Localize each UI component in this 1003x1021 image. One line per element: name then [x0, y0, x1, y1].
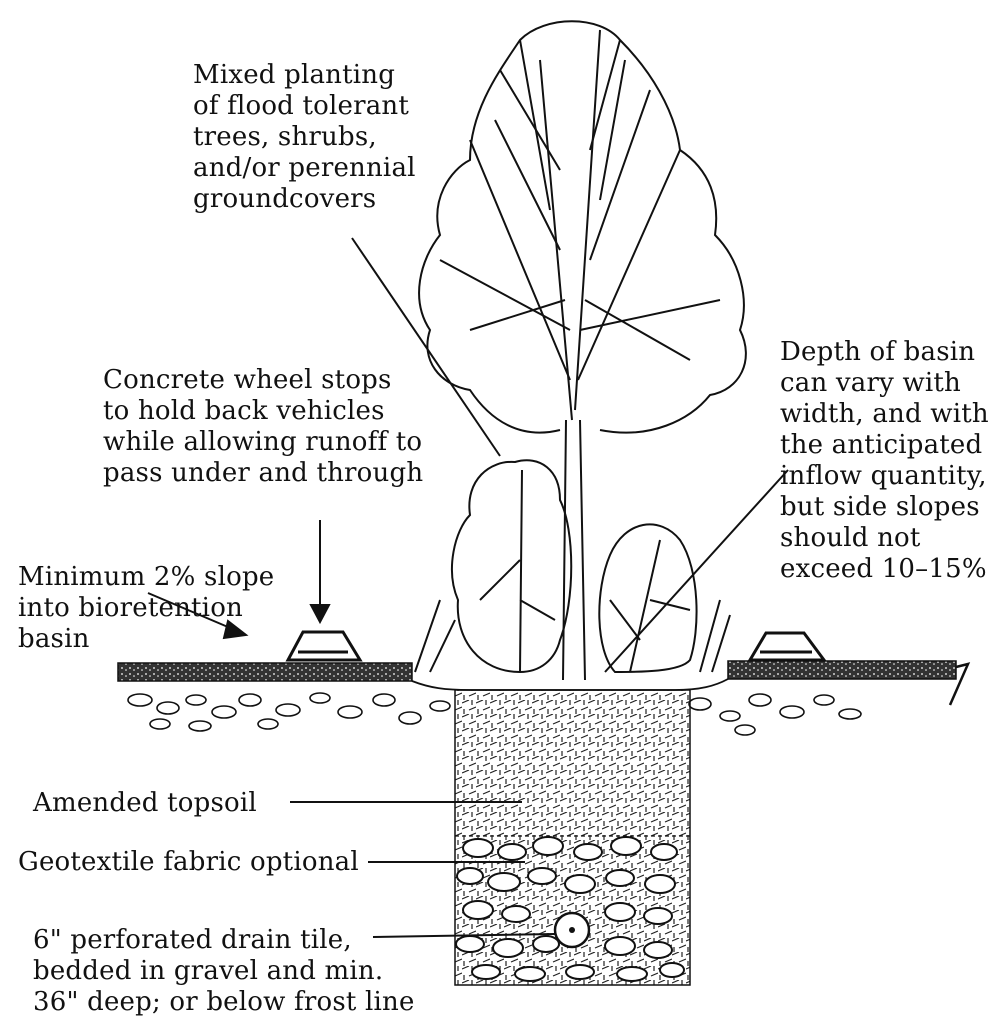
basin-depth-label: Depth of basin can vary with width, and …	[780, 337, 989, 585]
geotextile-label: Geotextile fabric optional	[18, 847, 359, 878]
drain-tile-icon	[555, 913, 589, 947]
topsoil-label: Amended topsoil	[33, 788, 257, 819]
pavement-left	[118, 663, 412, 681]
tree-icon	[419, 21, 746, 680]
planting-label: Mixed planting of flood tolerant trees, …	[193, 60, 416, 215]
wheel-stops-label: Concrete wheel stops to hold back vehicl…	[103, 365, 423, 489]
drain-tile-label: 6" perforated drain tile, bedded in grav…	[33, 925, 415, 1018]
slope-label: Minimum 2% slope into bioretention basin	[18, 562, 274, 655]
wheel-stop-icon	[288, 632, 824, 660]
pavement-right	[728, 661, 968, 705]
arrow-icon	[311, 605, 329, 622]
shrub-icon	[415, 460, 730, 672]
